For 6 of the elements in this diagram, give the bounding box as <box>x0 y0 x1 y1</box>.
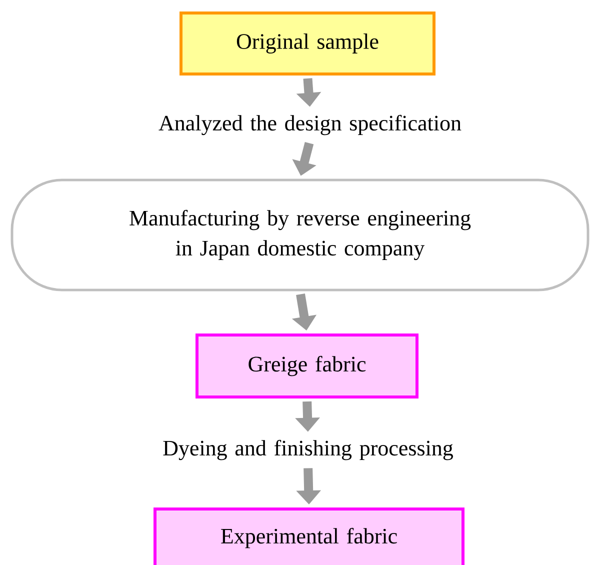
step-text: Dyeing and finishing processing <box>163 440 453 460</box>
fabric-box: Greige fabric <box>196 334 418 398</box>
step-text: Analyzed the design specification <box>158 114 462 136</box>
sample-box: Original sample <box>180 12 436 76</box>
fabric-box: Experimental fabric <box>154 508 464 565</box>
process-box: Manufacturing by reverse engineering in Japan domestic company <box>10 178 590 292</box>
